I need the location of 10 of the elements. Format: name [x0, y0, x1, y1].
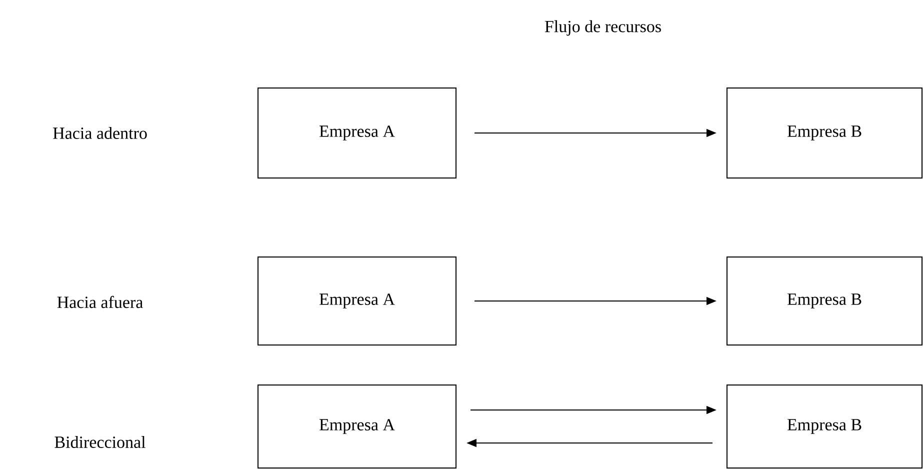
process-box: Empresa B: [726, 384, 922, 468]
process-box: Empresa A: [258, 88, 456, 178]
row-label: Hacia afuera: [57, 296, 143, 308]
process-box: Empresa A: [258, 256, 456, 346]
row-label: Bidireccional: [54, 436, 146, 448]
title: Flujo de recursos: [544, 20, 661, 36]
process-box: Empresa B: [726, 88, 922, 178]
process-box: Empresa A: [258, 384, 456, 468]
row-label: Hacia adentro: [53, 127, 147, 139]
process-box: Empresa B: [726, 256, 922, 346]
